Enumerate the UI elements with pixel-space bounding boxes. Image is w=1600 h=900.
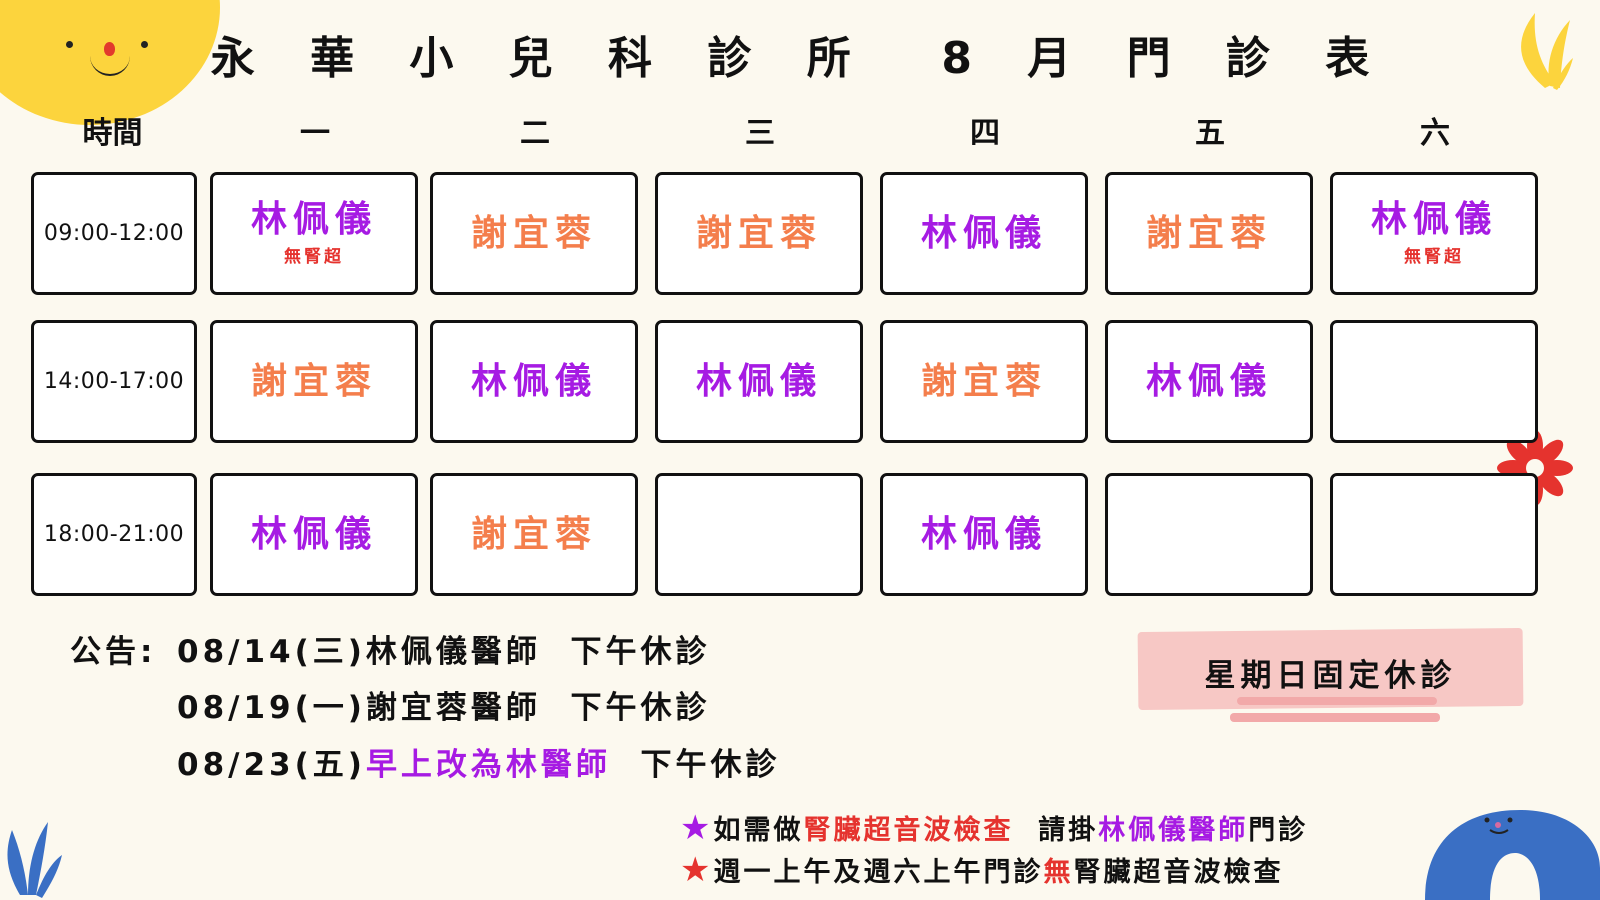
doctor-name: 謝宜蓉 bbox=[920, 360, 1047, 402]
highlight-stroke bbox=[1237, 697, 1437, 705]
schedule-cell: 謝宜蓉 bbox=[430, 473, 638, 596]
header-time: 時間 bbox=[82, 116, 143, 151]
doctor-name: 林佩儀 bbox=[250, 199, 377, 240]
schedule-cell bbox=[1330, 320, 1538, 443]
sun-eye-left bbox=[66, 41, 73, 48]
schedule-cell: 林佩儀 bbox=[430, 320, 638, 443]
star-icon: ★ bbox=[680, 850, 714, 890]
sun-smile bbox=[90, 56, 130, 76]
sun-nose bbox=[104, 42, 115, 56]
footnote-2: ★週一上午及週六上午門診無腎臟超音波檢查 bbox=[680, 850, 1284, 890]
doctor-name: 謝宜蓉 bbox=[470, 212, 597, 254]
schedule-cell: 謝宜蓉 bbox=[880, 320, 1088, 443]
notice-line-1: 08/14(三)林佩儀醫師 下午休診 bbox=[177, 634, 711, 670]
schedule-cell bbox=[1330, 473, 1538, 596]
notice-line-2: 08/19(一)謝宜蓉醫師 下午休診 bbox=[177, 690, 711, 726]
header-sat: 六 bbox=[1420, 116, 1450, 151]
doctor-name: 林佩儀 bbox=[695, 360, 822, 402]
schedule-cell: 林佩儀 bbox=[880, 172, 1088, 295]
schedule-cell: 謝宜蓉 bbox=[210, 320, 418, 443]
notice-label: 公告: bbox=[70, 634, 157, 670]
header-thu: 四 bbox=[970, 116, 1000, 151]
notice-line-3-change: 早上改為林醫師 bbox=[365, 747, 611, 783]
schedule-cell: 謝宜蓉 bbox=[1105, 172, 1313, 295]
doctor-name: 林佩儀 bbox=[470, 360, 597, 402]
schedule-cell bbox=[1105, 473, 1313, 596]
notice-line-3: 08/23(五)早上改為林醫師 下午休診 bbox=[177, 739, 781, 784]
schedule-cell: 林佩儀 bbox=[210, 473, 418, 596]
no-ultrasound-note: 無腎超 bbox=[1404, 247, 1464, 267]
doctor-name: 林佩儀 bbox=[920, 513, 1047, 555]
leaf-decoration-icon bbox=[1521, 13, 1573, 90]
schedule-cell bbox=[655, 473, 863, 596]
time-slot-label: 18:00-21:00 bbox=[43, 522, 185, 547]
blue-creature-decoration-icon bbox=[1425, 810, 1600, 900]
schedule-cell: 林佩儀無腎超 bbox=[1330, 172, 1538, 295]
schedule-cell: 林佩儀 bbox=[655, 320, 863, 443]
header-fri: 五 bbox=[1195, 116, 1225, 151]
doctor-name: 謝宜蓉 bbox=[470, 513, 597, 555]
footnote-1: ★如需做腎臟超音波檢查 請掛林佩儀醫師門診 bbox=[680, 808, 1309, 848]
time-slot-cell: 18:00-21:00 bbox=[31, 473, 197, 596]
header-mon: 一 bbox=[300, 116, 330, 151]
doctor-name: 謝宜蓉 bbox=[250, 360, 377, 402]
schedule-cell: 林佩儀無腎超 bbox=[210, 172, 418, 295]
doctor-name: 林佩儀 bbox=[1145, 360, 1272, 402]
page-title: 永 華 小 兒 科 診 所 8 月 門 診 表 bbox=[210, 33, 1390, 84]
time-slot-cell: 14:00-17:00 bbox=[31, 320, 197, 443]
header-wed: 三 bbox=[745, 116, 775, 151]
schedule-cell: 林佩儀 bbox=[880, 473, 1088, 596]
doctor-name: 林佩儀 bbox=[920, 212, 1047, 254]
star-icon: ★ bbox=[680, 808, 714, 848]
doctor-name: 謝宜蓉 bbox=[1145, 212, 1272, 254]
sun-eye-right bbox=[141, 41, 148, 48]
schedule-cell: 謝宜蓉 bbox=[430, 172, 638, 295]
plant-decoration-icon bbox=[7, 822, 62, 898]
header-tue: 二 bbox=[520, 116, 550, 151]
notice-line-3-closed: 下午休診 bbox=[640, 747, 781, 783]
time-slot-label: 14:00-17:00 bbox=[43, 369, 185, 394]
schedule-cell: 林佩儀 bbox=[1105, 320, 1313, 443]
time-slot-cell: 09:00-12:00 bbox=[31, 172, 197, 295]
highlight-stroke bbox=[1230, 713, 1440, 722]
schedule-cell: 謝宜蓉 bbox=[655, 172, 863, 295]
doctor-name: 林佩儀 bbox=[250, 513, 377, 555]
notice-line-3-date: 08/23(五) bbox=[177, 747, 366, 783]
doctor-name: 謝宜蓉 bbox=[695, 212, 822, 254]
no-ultrasound-note: 無腎超 bbox=[284, 247, 344, 267]
time-slot-label: 09:00-12:00 bbox=[43, 221, 185, 246]
doctor-name: 林佩儀 bbox=[1370, 199, 1497, 240]
sunday-closed-text: 星期日固定休診 bbox=[1204, 658, 1457, 694]
